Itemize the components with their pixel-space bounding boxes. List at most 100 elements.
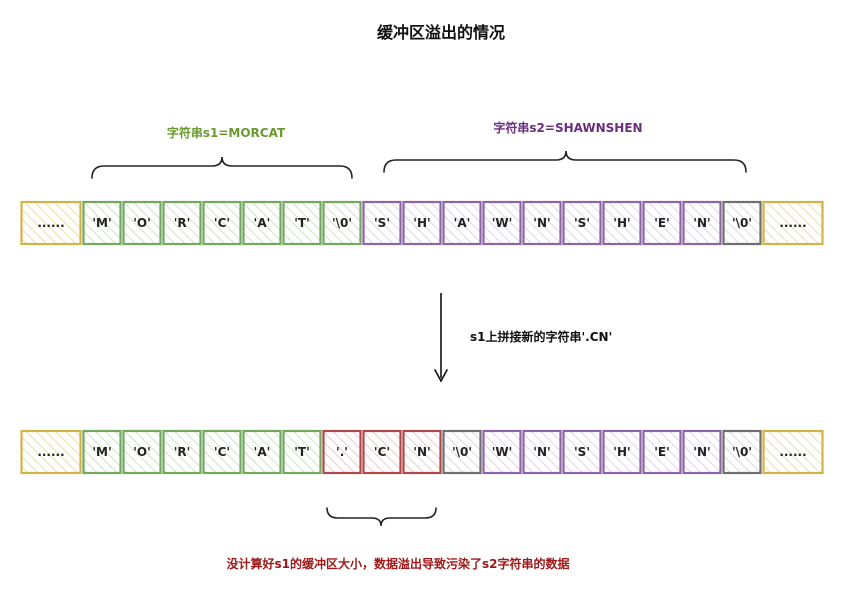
memory-cell: 'N' <box>682 429 722 475</box>
arrow-head <box>434 369 448 383</box>
memory-cell: 'W' <box>482 200 522 246</box>
memory-cell-text: ...... <box>37 216 64 230</box>
memory-cell-box <box>162 429 202 475</box>
memory-cell-text: 'H' <box>613 445 630 459</box>
memory-cell-box <box>122 429 162 475</box>
memory-cell: 'N' <box>522 200 562 246</box>
memory-cell-box <box>762 429 824 475</box>
memory-cell: 'H' <box>602 200 642 246</box>
memory-cell-box <box>442 200 482 246</box>
memory-cell-box <box>562 200 602 246</box>
memory-cell: 'A' <box>242 429 282 475</box>
memory-cell-text: 'O' <box>133 445 151 459</box>
memory-cell-box <box>482 429 522 475</box>
memory-cell-box <box>20 429 82 475</box>
memory-cell-box <box>722 429 762 475</box>
memory-cell-text: 'E' <box>654 216 670 230</box>
memory-cell: 'H' <box>402 200 442 246</box>
memory-cell: 'O' <box>122 429 162 475</box>
memory-cell-box <box>602 429 642 475</box>
memory-cell: '\0' <box>722 200 762 246</box>
overflow-brace <box>326 507 437 527</box>
memory-cell-text: '.' <box>336 445 348 459</box>
memory-cell-box <box>82 429 122 475</box>
memory-cell-box <box>562 429 602 475</box>
memory-cell: 'A' <box>242 200 282 246</box>
memory-cell: 'O' <box>122 200 162 246</box>
memory-cell-text: 'A' <box>254 216 271 230</box>
memory-cell: 'S' <box>362 200 402 246</box>
memory-cell-text: 'A' <box>254 445 271 459</box>
memory-cell-box <box>362 200 402 246</box>
memory-cell-text: 'R' <box>174 216 191 230</box>
memory-cell: 'S' <box>562 429 602 475</box>
memory-cell-text: 'W' <box>492 216 513 230</box>
memory-cell-box <box>282 429 322 475</box>
memory-cell-box <box>20 200 82 246</box>
memory-cell-box <box>522 429 562 475</box>
memory-cell-box <box>402 200 442 246</box>
memory-cell: 'S' <box>562 200 602 246</box>
s2-brace <box>383 150 747 173</box>
memory-cell-box <box>202 429 242 475</box>
memory-cell-text: 'C' <box>214 216 230 230</box>
memory-cell-box <box>282 200 322 246</box>
memory-cell-text: 'N' <box>533 216 550 230</box>
memory-cell-box <box>122 200 162 246</box>
s1-brace <box>91 156 353 179</box>
memory-cell-text: 'C' <box>374 445 390 459</box>
memory-cell-text: ...... <box>37 445 64 459</box>
memory-cell-text: 'E' <box>654 445 670 459</box>
memory-cell-text: '\0' <box>332 216 352 230</box>
memory-cell: ...... <box>762 429 824 475</box>
memory-row-after: ......'M''O''R''C''A''T''.''C''N''\0''W'… <box>20 429 824 475</box>
memory-cell-box <box>682 200 722 246</box>
memory-cell-box <box>602 200 642 246</box>
memory-cell-text: ...... <box>779 445 806 459</box>
memory-cell: 'N' <box>402 429 442 475</box>
memory-cell-box <box>82 200 122 246</box>
memory-cell-text: 'O' <box>133 216 151 230</box>
memory-cell-box <box>762 200 824 246</box>
memory-cell-box <box>722 200 762 246</box>
memory-cell-text: 'N' <box>533 445 550 459</box>
memory-cell-text: 'S' <box>574 445 590 459</box>
memory-cell-text: 'T' <box>294 216 310 230</box>
memory-cell-text: 'H' <box>413 216 430 230</box>
memory-cell: 'E' <box>642 429 682 475</box>
memory-cell-box <box>482 200 522 246</box>
memory-cell-box <box>322 429 362 475</box>
diagram-title: 缓冲区溢出的情况 <box>376 23 505 42</box>
memory-cell-box <box>242 429 282 475</box>
memory-cell: 'C' <box>362 429 402 475</box>
memory-cell: 'N' <box>522 429 562 475</box>
overflow-note: 没计算好s1的缓冲区大小，数据溢出导致污染了s2字符串的数据 <box>227 556 570 571</box>
memory-cell-box <box>362 429 402 475</box>
memory-cell-box <box>162 200 202 246</box>
memory-cell-text: 'S' <box>574 216 590 230</box>
memory-cell-text: 'N' <box>693 445 710 459</box>
memory-cell: 'R' <box>162 200 202 246</box>
memory-cell: 'C' <box>202 429 242 475</box>
memory-cell-text: 'T' <box>294 445 310 459</box>
memory-cell-box <box>522 200 562 246</box>
memory-cell: '\0' <box>322 200 362 246</box>
memory-cell-text: '\0' <box>732 445 752 459</box>
memory-cell-text: ...... <box>779 216 806 230</box>
memory-cell-box <box>202 200 242 246</box>
memory-cell: 'M' <box>82 429 122 475</box>
memory-cell-box <box>442 429 482 475</box>
s1-label: 字符串s1=MORCAT <box>167 125 286 140</box>
memory-cell-text: 'R' <box>174 445 191 459</box>
memory-cell: '\0' <box>442 429 482 475</box>
memory-cell-text: 'N' <box>693 216 710 230</box>
memory-cell: 'R' <box>162 429 202 475</box>
memory-cell: ...... <box>20 429 82 475</box>
memory-cell-box <box>242 200 282 246</box>
memory-cell: '.' <box>322 429 362 475</box>
memory-cell-box <box>322 200 362 246</box>
memory-cell: 'A' <box>442 200 482 246</box>
append-label: s1上拼接新的字符串'.CN' <box>470 329 612 344</box>
